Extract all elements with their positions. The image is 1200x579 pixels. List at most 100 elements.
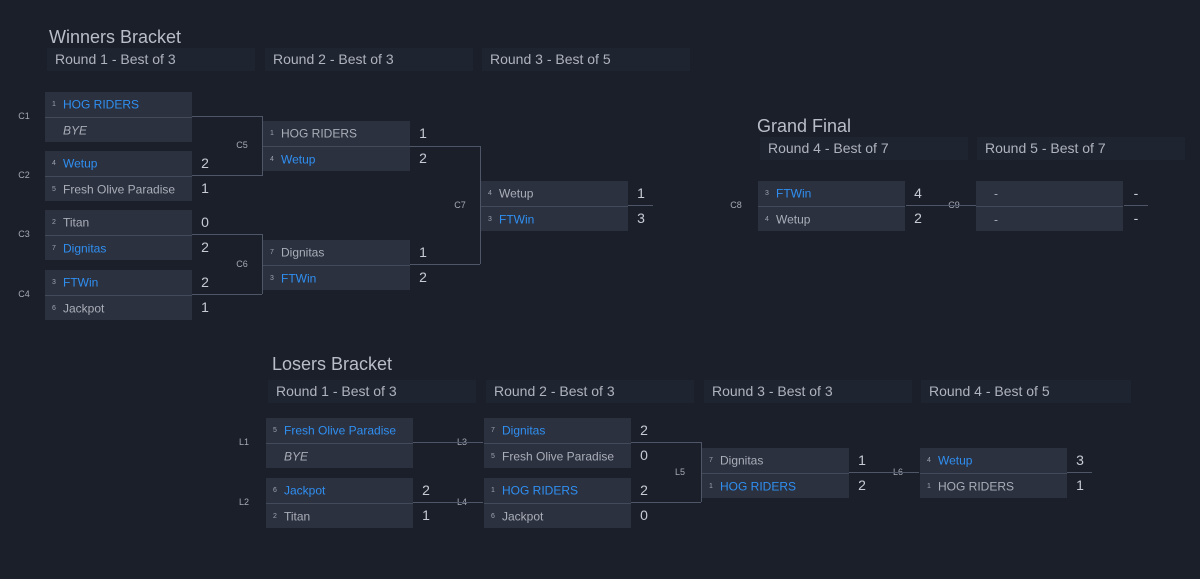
team-slot[interactable]: 3 FTWin [45, 270, 192, 295]
team-score: 3 [1076, 452, 1084, 468]
team-slot[interactable]: 7 Dignitas [45, 235, 192, 260]
team-name: Dignitas [281, 245, 325, 260]
team-name: Dignitas [63, 241, 107, 256]
team-name: HOG RIDERS [720, 479, 797, 494]
team-score [194, 92, 216, 117]
team-score [194, 117, 216, 142]
connector-line [480, 146, 481, 264]
team-slot[interactable]: - [976, 181, 1123, 206]
team-slot[interactable]: 1 HOG RIDERS [263, 121, 410, 146]
round-header: Round 1 - Best of 3 [268, 380, 476, 403]
team-name: Wetup [776, 212, 811, 227]
team-seed: 1 [270, 130, 274, 138]
team-seed: 5 [491, 453, 495, 461]
team-seed: 4 [270, 156, 274, 164]
team-slot[interactable]: BYE [266, 443, 413, 468]
team-name: Jackpot [284, 483, 326, 498]
round-header: Round 3 - Best of 3 [704, 380, 912, 403]
team-seed: 5 [273, 427, 277, 435]
team-name: Wetup [499, 186, 534, 201]
team-seed: 4 [765, 216, 769, 224]
losers-bracket-title: Losers Bracket [272, 354, 393, 374]
match-label: C6 [236, 259, 248, 269]
connector-line [631, 502, 701, 503]
team-name: - [994, 186, 998, 201]
team-name: Wetup [281, 152, 316, 167]
team-score: 4 [914, 185, 922, 201]
connector-line [410, 146, 480, 147]
team-seed: 2 [52, 219, 56, 227]
team-name: Fresh Olive Paradise [63, 182, 176, 197]
match-label: C3 [18, 229, 30, 239]
team-slot[interactable]: 4 Wetup [263, 146, 410, 171]
connector-line [262, 116, 263, 176]
team-slot[interactable]: - [976, 206, 1123, 231]
connector-line [192, 116, 262, 117]
connector-line [1124, 205, 1148, 206]
grand-final-title: Grand Final [757, 116, 852, 136]
team-score: 1 [201, 180, 209, 196]
team-score: 2 [419, 269, 427, 285]
team-slot[interactable]: 6 Jackpot [266, 478, 413, 503]
connector-line [410, 264, 480, 265]
team-name: Wetup [938, 453, 973, 468]
team-name: Dignitas [502, 423, 546, 438]
connector-line [192, 234, 262, 235]
team-slot[interactable]: BYE [45, 117, 192, 142]
team-name: HOG RIDERS [281, 126, 358, 141]
team-seed: 7 [52, 245, 56, 253]
round-header: Round 4 - Best of 5 [921, 380, 1131, 403]
team-seed: 6 [273, 487, 277, 495]
team-score: 0 [201, 214, 209, 230]
team-slot[interactable]: 5 Fresh Olive Paradise [266, 418, 413, 443]
round-header: Round 1 - Best of 3 [47, 48, 255, 71]
team-seed: 3 [765, 190, 769, 198]
team-score: - [1133, 185, 1139, 201]
team-score: 2 [640, 422, 648, 438]
team-seed: 1 [927, 483, 931, 491]
team-score: 2 [640, 482, 648, 498]
connector-line [906, 205, 976, 206]
connector-line [192, 175, 262, 176]
team-name: FTWin [63, 275, 99, 290]
team-score: 2 [858, 477, 866, 493]
team-score: 1 [1076, 477, 1084, 493]
team-slot[interactable]: 4 Wetup [758, 206, 905, 231]
team-name: HOG RIDERS [502, 483, 579, 498]
team-score: 2 [422, 482, 430, 498]
team-seed: 3 [52, 279, 56, 287]
round-header: Round 4 - Best of 7 [760, 137, 968, 160]
team-slot[interactable]: 1 HOG RIDERS [920, 473, 1067, 498]
team-score: 0 [640, 447, 648, 463]
match-label: C7 [454, 200, 466, 210]
team-name: Dignitas [720, 453, 764, 468]
connector-line [192, 294, 262, 295]
team-score: 2 [201, 274, 209, 290]
team-seed: 6 [491, 513, 495, 521]
team-name: FTWin [281, 271, 317, 286]
round-header: Round 2 - Best of 3 [265, 48, 473, 71]
team-score [415, 418, 437, 443]
team-name: Fresh Olive Paradise [284, 423, 397, 438]
team-seed: 3 [488, 216, 492, 224]
team-seed: 4 [52, 160, 56, 168]
team-name: HOG RIDERS [938, 479, 1015, 494]
